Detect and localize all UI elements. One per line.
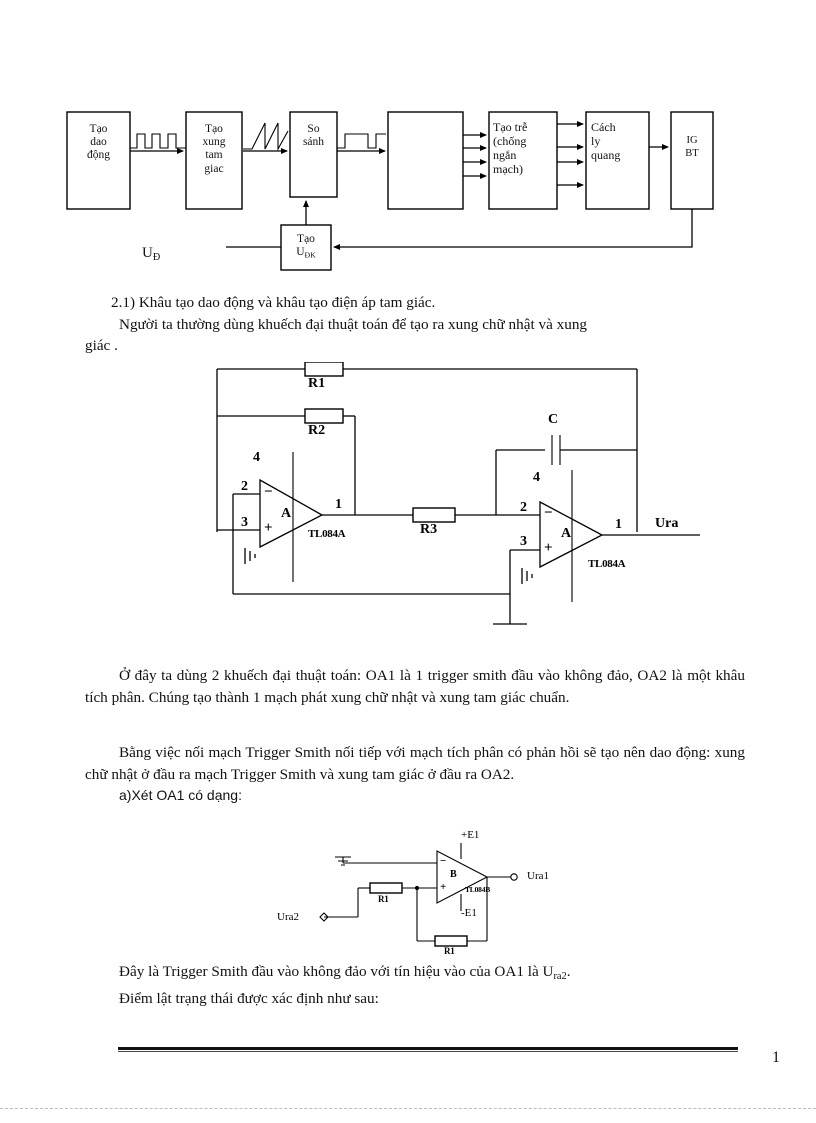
oa2-ground-icon <box>520 566 538 586</box>
oa1-noninverting-sign: + <box>264 520 273 536</box>
main-circuit-figure: R1 R2 R3 C 4 2 3 1 − + A TL084A 4 2 3 1 … <box>200 362 720 642</box>
small-circuit-figure: B TL084B − + +E1 -E1 R1 R1 Ura2 Ura1 <box>265 829 565 956</box>
small-circuit-svg <box>319 843 518 947</box>
oa1-pin-2-label: 2 <box>241 479 248 494</box>
oa1-pin-1-label: 1 <box>335 497 342 512</box>
bottom-dashed-rule <box>0 1108 816 1109</box>
para-after-circuit-block: Ở đây ta dùng 2 khuếch đại thuật toán: O… <box>85 665 745 708</box>
small-resistor-label-r1-left: R1 <box>378 894 389 904</box>
small-opamp-body-label: B <box>450 869 457 880</box>
supply-positive-label: +E1 <box>461 829 480 841</box>
para-trigger-block: Bằng việc nối mạch Trigger Smith nối tiế… <box>85 742 745 807</box>
oa2-body-label: A <box>561 526 572 541</box>
oa2-noninverting-sign: + <box>544 540 553 556</box>
main-circuit-svg <box>216 362 700 625</box>
page-number: 1 <box>772 1049 780 1066</box>
resistor-label-r2: R2 <box>308 423 326 438</box>
oa2-pin-2-label: 2 <box>520 500 527 515</box>
footer-rule <box>118 1047 738 1052</box>
oa1-pin-4-label: 4 <box>253 450 260 465</box>
heading-a: a)Xét OA1 có dạng: <box>119 787 242 803</box>
oa2-pin-4-label: 4 <box>533 470 540 485</box>
oa1-ground-icon <box>243 546 261 566</box>
oa1-inverting-sign: − <box>264 484 273 500</box>
small-opamp-inverting-sign: − <box>440 855 447 867</box>
section-2-1-text: 2.1) Khâu tạo dao động và khâu tạo điện … <box>85 292 745 357</box>
para-after-small-circuit-1-a: Đây là Trigger Smith đầu vào không đảo v… <box>119 963 554 980</box>
oa2-pin-1-label: 1 <box>615 517 622 532</box>
block-diagram-svg <box>66 111 714 271</box>
oa1-part-label: TL084A <box>308 528 346 540</box>
small-circuit-output-label: Ura1 <box>527 870 549 882</box>
feedback-input-label: UĐ <box>142 245 161 264</box>
oa2-pin-3-label: 3 <box>520 534 527 549</box>
para-after-small-circuit-1-b: . <box>566 963 571 980</box>
small-opamp-part-label: TL084B <box>465 885 491 894</box>
small-circuit-input-label: Ura2 <box>277 911 299 923</box>
resistor-label-r1: R1 <box>308 376 326 391</box>
supply-negative-label: -E1 <box>461 907 477 919</box>
small-resistor-label-r1-bottom: R1 <box>444 946 455 956</box>
oa1-pin-3-label: 3 <box>241 515 248 530</box>
para-intro: Người ta thường dùng khuếch đại thuật to… <box>119 315 588 333</box>
small-opamp-noninverting-sign: + <box>440 881 447 893</box>
para-after-circuit: Ở đây ta dùng 2 khuếch đại thuật toán: O… <box>85 667 745 706</box>
para-intro-2: giác . <box>85 337 118 354</box>
oa2-inverting-sign: − <box>544 505 553 521</box>
para-after-small-circuit-2: Điểm lật trạng thái được xác định như sa… <box>119 989 379 1007</box>
oa2-part-label: TL084A <box>588 558 626 570</box>
oa1-body-label: A <box>281 506 292 521</box>
heading-2-1: 2.1) Khâu tạo dao động và khâu tạo điện … <box>111 294 436 311</box>
main-circuit-output-label: Ura <box>655 516 679 531</box>
para-trigger: Bằng việc nối mạch Trigger Smith nối tiế… <box>85 744 745 783</box>
para-after-small-circuit-1-sub: ra2 <box>553 971 567 983</box>
resistor-label-r3: R3 <box>420 522 438 537</box>
para-after-small-circuit-block: Đây là Trigger Smith đầu vào không đảo v… <box>85 961 745 1009</box>
capacitor-label-c: C <box>548 412 559 427</box>
